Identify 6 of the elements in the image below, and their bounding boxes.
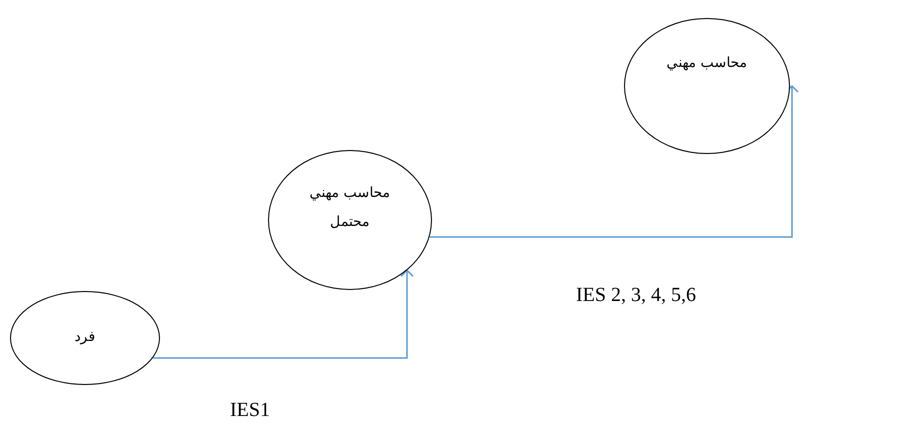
node-label: محاسب مهني bbox=[666, 55, 748, 73]
node-label: محاسب مهني bbox=[309, 184, 391, 202]
node-label: فرد bbox=[74, 329, 96, 347]
connector-arrow bbox=[430, 85, 799, 238]
node-label: محتمل bbox=[330, 214, 370, 232]
connector-arrow bbox=[152, 270, 414, 359]
